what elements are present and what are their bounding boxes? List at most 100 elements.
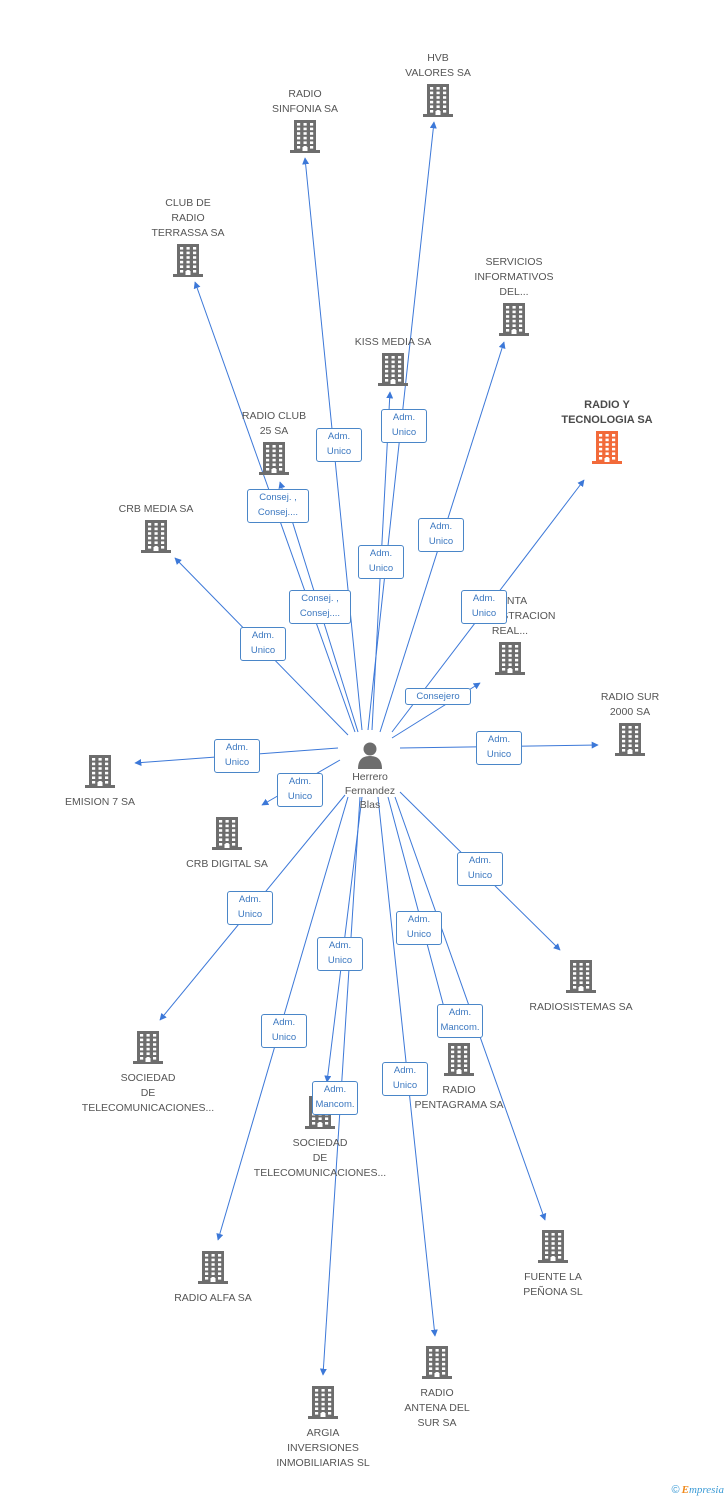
company-label: CLUB DE RADIO TERRASSA SA	[151, 197, 225, 239]
building-icon	[499, 302, 529, 336]
company-label: RADIO SUR 2000 SA	[600, 691, 660, 718]
company-label: SERVICIOS INFORMATIVOS DEL...	[474, 256, 554, 298]
company-node-club25[interactable]: RADIO CLUB 25 SA	[199, 409, 349, 482]
person-name: Herrero Fernandez Blas	[344, 771, 396, 811]
company-node-hvb[interactable]: HVB VALORES SA	[363, 51, 513, 124]
company-node-venta[interactable]: VENTA ADMINISTRACION REAL...	[435, 594, 585, 682]
building-icon	[308, 1385, 338, 1419]
company-label: RADIO PENTAGRAMA SA	[414, 1084, 504, 1111]
building-icon	[141, 520, 171, 553]
company-label: RADIO Y TECNOLOGIA SA	[561, 399, 653, 426]
company-label: RADIO ANTENA DEL SUR SA	[404, 1387, 470, 1429]
building-icon	[141, 519, 171, 553]
relation-label-kiss[interactable]: Adm. Unico	[358, 545, 404, 579]
building-icon	[198, 1250, 228, 1284]
relation-label-sinfonia[interactable]: Adm. Unico	[316, 428, 362, 462]
building-icon	[259, 441, 289, 475]
building-icon	[499, 303, 529, 336]
company-label: SOCIEDAD DE TELECOMUNICACIONES...	[81, 1072, 215, 1114]
company-node-sinfonia[interactable]: RADIO SINFONIA SA	[230, 87, 380, 160]
person-node[interactable]: Herrero Fernandez Blas	[320, 740, 420, 812]
building-icon	[85, 755, 115, 788]
relation-label-hvb[interactable]: Adm. Unico	[381, 409, 427, 443]
relation-label-pentagrama[interactable]: Adm. Unico	[396, 911, 442, 945]
company-label: ARGIA INVERSIONES INMOBILIARIAS SL	[276, 1427, 370, 1469]
relation-label-argia[interactable]: Adm. Unico	[317, 937, 363, 971]
copyright-symbol: ©	[671, 1484, 680, 1496]
relation-label-antena[interactable]: Adm. Unico	[382, 1062, 428, 1096]
building-icon	[198, 1251, 228, 1284]
building-icon	[308, 1386, 338, 1419]
relation-label-terrassa[interactable]: Consej. , Consej....	[247, 489, 309, 523]
building-icon	[566, 960, 596, 993]
relation-label-radiosistemas[interactable]: Adm. Unico	[457, 852, 503, 886]
relation-label-servicios[interactable]: Adm. Unico	[418, 518, 464, 552]
building-icon	[212, 817, 242, 850]
company-node-radiosistemas[interactable]: RADIOSISTEMAS SA	[506, 957, 656, 1015]
relation-label-soctel1[interactable]: Adm. Unico	[227, 891, 273, 925]
building-icon	[592, 431, 622, 464]
company-node-antena[interactable]: RADIO ANTENA DEL SUR SA	[362, 1343, 512, 1431]
building-icon	[133, 1031, 163, 1064]
company-label: RADIO SINFONIA SA	[272, 88, 338, 115]
company-label: VENTA ADMINISTRACION REAL...	[464, 595, 556, 637]
building-icon	[538, 1230, 568, 1263]
building-icon	[85, 754, 115, 788]
company-node-crbdigital[interactable]: CRB DIGITAL SA	[152, 814, 302, 872]
building-icon	[495, 641, 525, 675]
relation-label-tecnologia[interactable]: Adm. Unico	[461, 590, 507, 624]
building-icon	[592, 430, 622, 464]
building-icon	[422, 1346, 452, 1379]
company-label: RADIOSISTEMAS SA	[529, 1001, 633, 1013]
company-node-soctel1[interactable]: SOCIEDAD DE TELECOMUNICACIONES...	[73, 1028, 223, 1116]
company-label: CRB MEDIA SA	[118, 503, 194, 515]
company-node-emision7[interactable]: EMISION 7 SA	[25, 752, 175, 810]
building-icon	[422, 1345, 452, 1379]
building-icon	[444, 1043, 474, 1076]
company-label: RADIO ALFA SA	[174, 1292, 252, 1304]
relation-label-club25[interactable]: Consej. , Consej....	[289, 590, 351, 624]
company-node-argia[interactable]: ARGIA INVERSIONES INMOBILIARIAS SL	[248, 1383, 398, 1471]
relation-label-venta[interactable]: Consejero	[405, 688, 471, 705]
company-label: EMISION 7 SA	[64, 796, 136, 808]
building-icon	[212, 816, 242, 850]
company-label: RADIO CLUB 25 SA	[241, 410, 307, 437]
building-icon	[378, 352, 408, 386]
company-node-kiss[interactable]: KISS MEDIA SA	[318, 335, 468, 393]
company-node-pentagrama[interactable]: RADIO PENTAGRAMA SA	[384, 1040, 534, 1113]
building-icon	[444, 1042, 474, 1076]
relation-label-sur2000[interactable]: Adm. Unico	[476, 731, 522, 765]
company-label: CRB DIGITAL SA	[186, 858, 268, 870]
building-icon	[495, 642, 525, 675]
company-node-crbmedia[interactable]: CRB MEDIA SA	[81, 502, 231, 560]
company-node-alfa[interactable]: RADIO ALFA SA	[138, 1248, 288, 1306]
company-label: KISS MEDIA SA	[354, 336, 432, 348]
building-icon	[173, 243, 203, 277]
company-label: SOCIEDAD DE TELECOMUNICACIONES...	[253, 1137, 387, 1179]
company-node-sur2000[interactable]: RADIO SUR 2000 SA	[555, 690, 705, 763]
relation-label-emision7[interactable]: Adm. Unico	[214, 739, 260, 773]
company-node-fuente[interactable]: FUENTE LA PEÑONA SL	[478, 1227, 628, 1300]
building-icon	[615, 723, 645, 756]
building-icon	[259, 442, 289, 475]
relation-label-crbmedia[interactable]: Adm. Unico	[240, 627, 286, 661]
building-icon	[378, 353, 408, 386]
building-icon	[133, 1030, 163, 1064]
building-icon	[290, 119, 320, 153]
building-icon	[423, 83, 453, 117]
person-icon	[358, 742, 382, 769]
company-node-servicios[interactable]: SERVICIOS INFORMATIVOS DEL...	[439, 255, 589, 343]
building-icon	[538, 1229, 568, 1263]
company-node-tecnologia[interactable]: RADIO Y TECNOLOGIA SA	[532, 398, 682, 471]
company-node-terrassa[interactable]: CLUB DE RADIO TERRASSA SA	[113, 196, 263, 284]
relation-label-fuente[interactable]: Adm. Mancom.	[437, 1004, 483, 1038]
building-icon	[423, 84, 453, 117]
building-icon	[290, 120, 320, 153]
company-label: HVB VALORES SA	[405, 52, 471, 79]
brand-footer: ©Empresia	[672, 1484, 725, 1496]
company-label: FUENTE LA PEÑONA SL	[523, 1271, 583, 1298]
relation-label-crbdigital[interactable]: Adm. Unico	[277, 773, 323, 807]
relation-label-alfa[interactable]: Adm. Unico	[261, 1014, 307, 1048]
relation-label-soctel2[interactable]: Adm. Mancom.	[312, 1081, 358, 1115]
